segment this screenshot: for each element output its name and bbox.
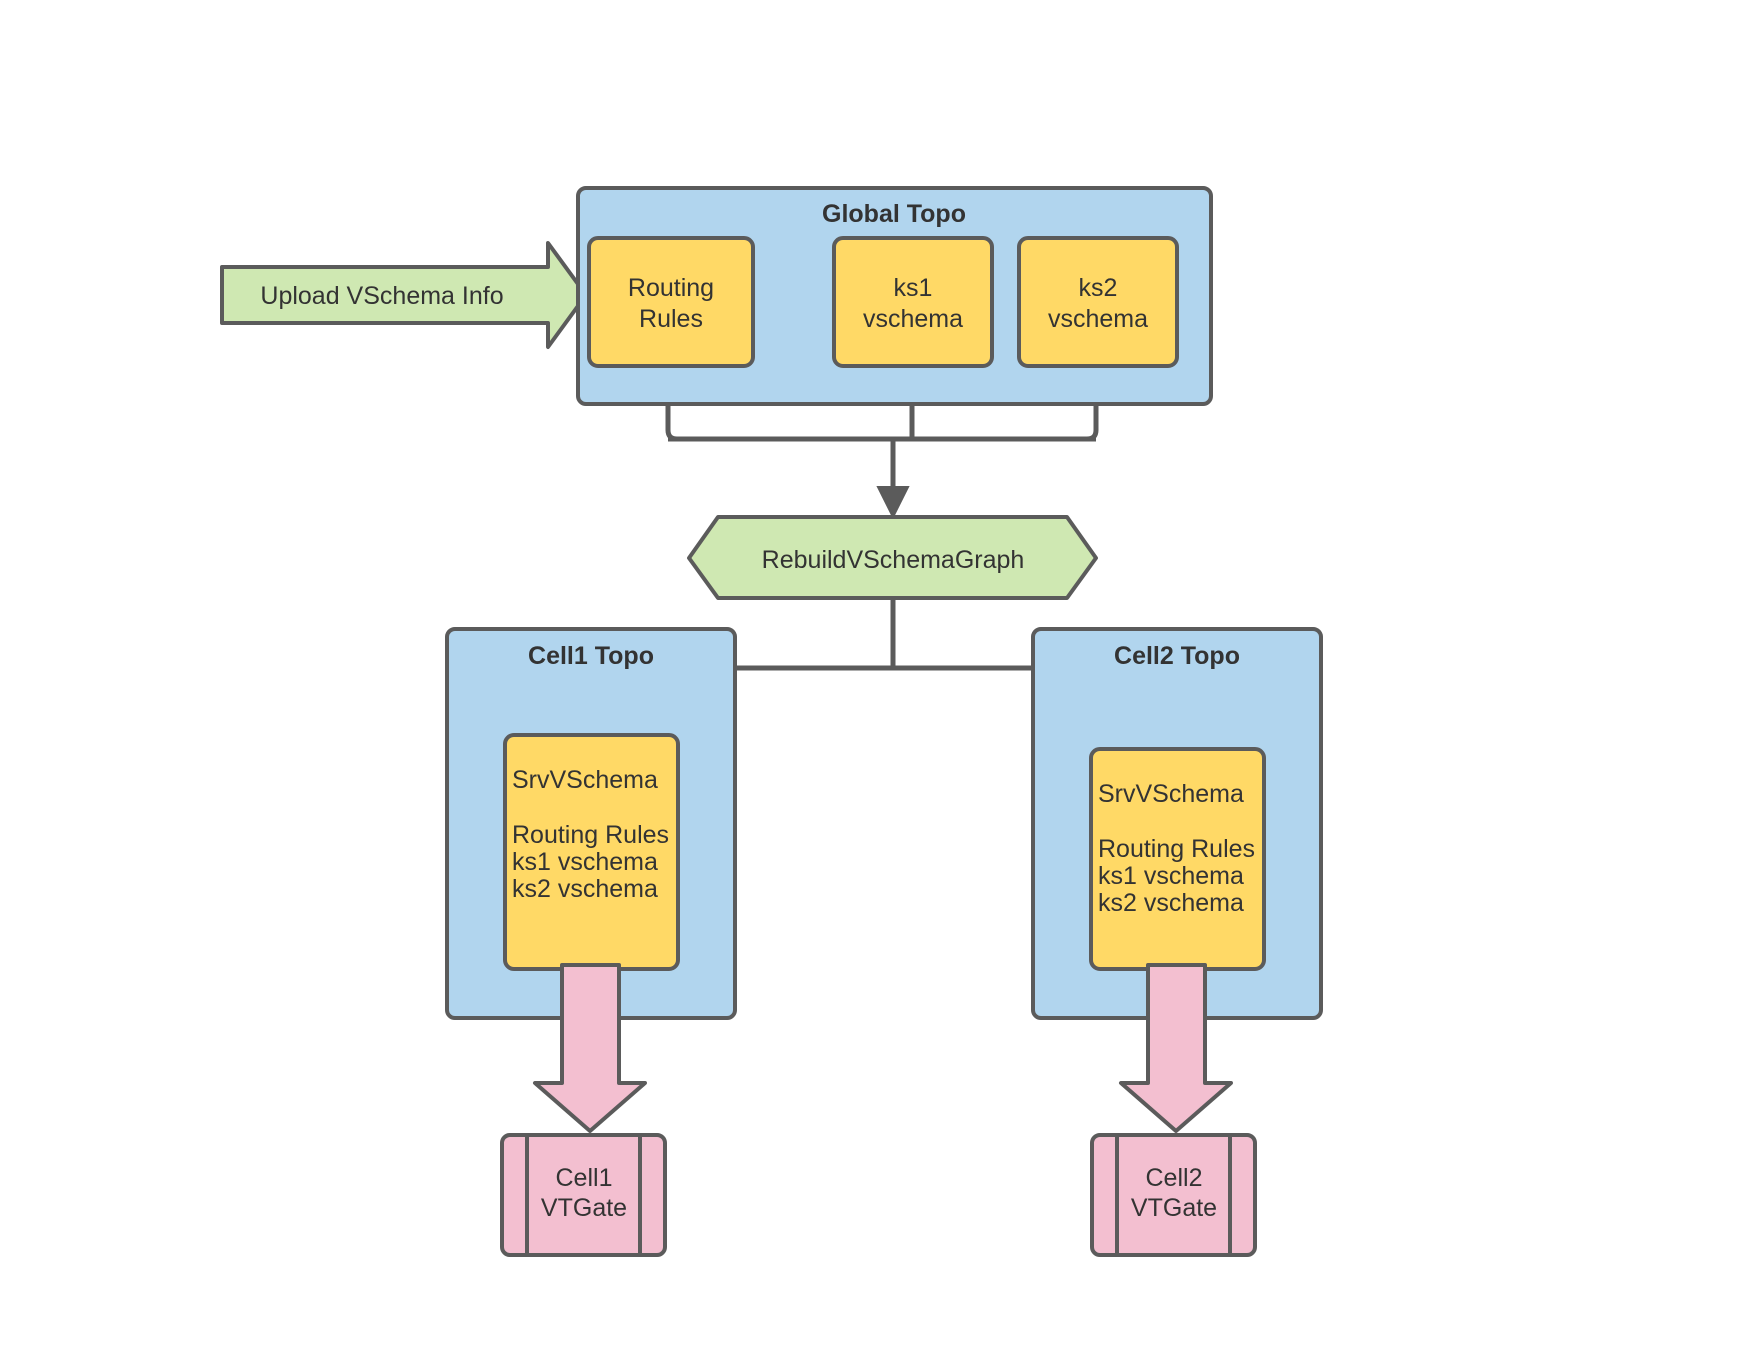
- cell1-srvvschema-heading: SrvVSchema: [512, 766, 658, 794]
- cell1-vtgate-box: [500, 1133, 667, 1257]
- ks2-vschema-line1: ks2: [1079, 274, 1118, 302]
- upload-vschema-arrow[interactable]: Upload VSchema Info: [220, 241, 588, 349]
- arrowhead-to-rebuild: [876, 486, 910, 520]
- routing-rules-line1: Routing: [628, 274, 714, 302]
- ks1-vschema-line1: ks1: [894, 274, 933, 302]
- rebuild-hexagon-shape: [687, 515, 1098, 600]
- cell1-pink-arrow-shape: [533, 963, 647, 1133]
- cell2-pink-arrow-shape: [1119, 963, 1233, 1133]
- cell2-topo-title: Cell2 Topo: [1114, 642, 1240, 670]
- ks1-vschema-box: [832, 236, 994, 368]
- rebuild-label: RebuildVSchemaGraph: [762, 546, 1025, 574]
- cell2-srvvschema-item-0: Routing Rules: [1098, 835, 1255, 863]
- cell2-srvvschema-item-2: ks2 vschema: [1098, 889, 1244, 917]
- cell2-srv-to-vtgate-arrow: [1119, 963, 1233, 1133]
- global-topo-box-routing-rules[interactable]: Routing Rules: [587, 236, 755, 368]
- cell2-srvvschema-heading: SrvVSchema: [1098, 780, 1244, 808]
- cell1-srvvschema-item-1: ks1 vschema: [512, 848, 658, 876]
- global-topo-box-ks1-vschema[interactable]: ks1 vschema: [832, 236, 994, 368]
- ks1-vschema-line2: vschema: [863, 305, 963, 333]
- cell2-vtgate-line2: VTGate: [1131, 1194, 1217, 1222]
- ks2-vschema-line2: vschema: [1048, 305, 1148, 333]
- cell2-vtgate-line1: Cell2: [1146, 1164, 1203, 1192]
- cell1-srv-to-vtgate-arrow: [533, 963, 647, 1133]
- global-topo-box-ks2-vschema[interactable]: ks2 vschema: [1017, 236, 1179, 368]
- cell2-vtgate-box: [1090, 1133, 1257, 1257]
- upload-arrow-label: Upload VSchema Info: [260, 282, 503, 310]
- ks2-vschema-box: [1017, 236, 1179, 368]
- cell2-srvvschema-box-group[interactable]: SrvVSchema Routing Rules ks1 vschema ks2…: [1089, 747, 1266, 971]
- routing-rules-line2: Rules: [639, 305, 703, 333]
- cell1-srvvschema-box-group[interactable]: SrvVSchema Routing Rules ks1 vschema ks2…: [503, 733, 680, 971]
- cell1-topo-title: Cell1 Topo: [528, 642, 654, 670]
- cell1-vtgate-line1: Cell1: [556, 1164, 613, 1192]
- cell1-vtgate-component[interactable]: Cell1 VTGate: [500, 1133, 667, 1257]
- cell2-vtgate-component[interactable]: Cell2 VTGate: [1090, 1133, 1257, 1257]
- global-topo-title: Global Topo: [822, 200, 966, 228]
- routing-rules-box: [587, 236, 755, 368]
- upload-arrow-shape: [220, 241, 588, 349]
- cell2-srvvschema-item-1: ks1 vschema: [1098, 862, 1244, 890]
- rebuild-vschema-graph-node[interactable]: RebuildVSchemaGraph: [687, 515, 1098, 600]
- cell1-vtgate-line2: VTGate: [541, 1194, 627, 1222]
- cell1-srvvschema-item-0: Routing Rules: [512, 821, 669, 849]
- cell1-srvvschema-item-2: ks2 vschema: [512, 875, 658, 903]
